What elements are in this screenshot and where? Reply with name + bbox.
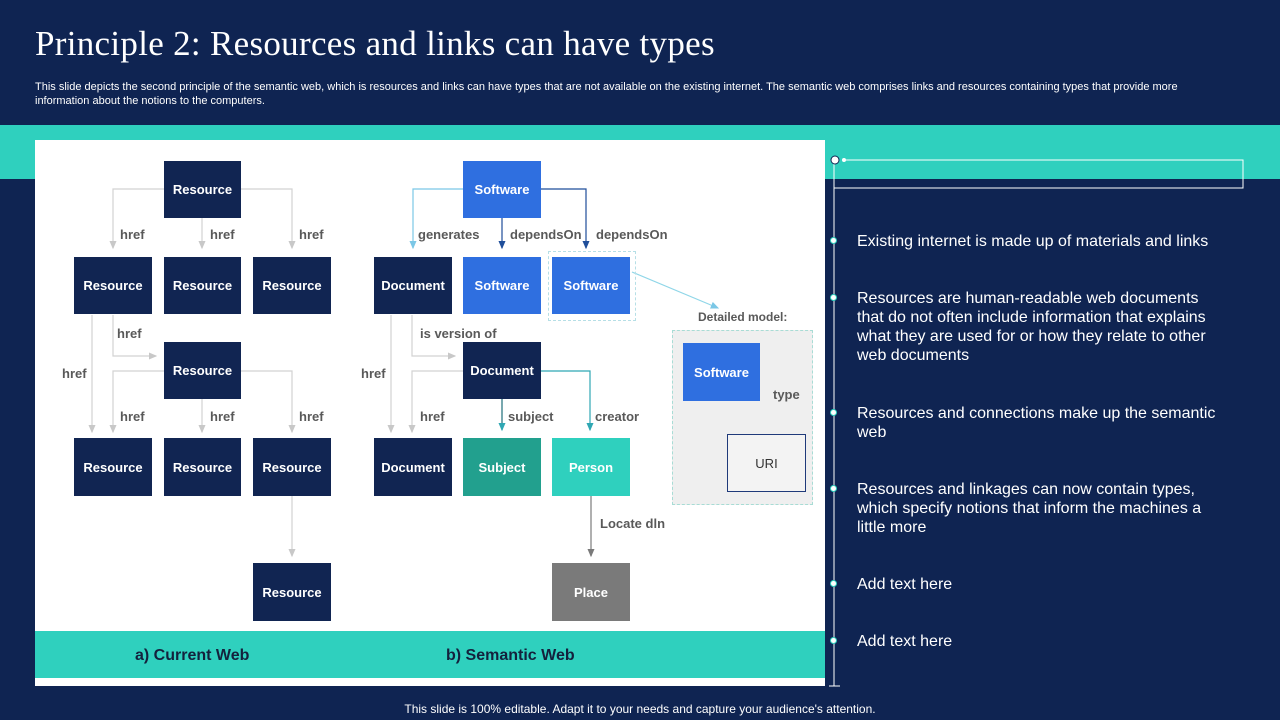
semantic-software-highlight	[548, 251, 636, 321]
bullet-dot	[830, 409, 837, 416]
edge-label-subject: subject	[508, 409, 554, 424]
bullet-dot	[830, 294, 837, 301]
detailed-type-label: type	[773, 387, 800, 402]
caption-current-web: a) Current Web	[135, 647, 250, 664]
current-edge-label: href	[120, 409, 145, 424]
current-resource-bottom-left: Resource	[74, 438, 152, 496]
slide-title: Principle 2: Resources and links can hav…	[35, 24, 715, 63]
detailed-software: Software	[683, 343, 760, 401]
current-resource-hub: Resource	[164, 342, 241, 399]
bullet-text: Resources are human-readable web documen…	[857, 290, 1206, 364]
bullet-dot	[830, 485, 837, 492]
edge-label-locate: Locate dln	[600, 516, 666, 531]
bullet-dot	[830, 637, 837, 644]
edge-label-is-version-of: is version of	[420, 326, 497, 341]
current-edge-label: href	[210, 227, 235, 242]
current-resource-bottom-right: Resource	[253, 438, 331, 496]
semantic-document-3: Document	[374, 438, 452, 496]
semantic-place: Place	[552, 563, 630, 621]
semantic-document-2: Document	[463, 342, 541, 399]
semantic-software-root: Software	[463, 161, 541, 218]
edge-label-depends-on: dependsOn	[596, 227, 668, 242]
bullet-text: Add text here	[857, 576, 953, 593]
caption-semantic-web: b) Semantic Web	[446, 647, 575, 664]
bullet-dot	[830, 580, 837, 587]
current-resource-middle: Resource	[164, 257, 241, 314]
current-edge-label: href	[117, 326, 142, 341]
current-resource-bottom-middle: Resource	[164, 438, 241, 496]
edge-label-href: href	[361, 366, 386, 381]
diagram-caption-bar	[35, 631, 825, 678]
detailed-model-title: Detailed model:	[698, 310, 788, 324]
current-resource-left: Resource	[74, 257, 152, 314]
edge-label-href: href	[420, 409, 445, 424]
slide-subtitle: This slide depicts the second principle …	[35, 81, 1178, 107]
current-edge-label: href	[299, 409, 324, 424]
semantic-person: Person	[552, 438, 630, 496]
footer-note: This slide is 100% editable. Adapt it to…	[404, 702, 876, 716]
detailed-uri: URI	[727, 434, 806, 492]
current-edge-label: href	[62, 366, 87, 381]
edge-label-depends-on: dependsOn	[510, 227, 582, 242]
current-edge-label: href	[299, 227, 324, 242]
semantic-software-3: Software	[552, 257, 630, 314]
current-resource-leaf: Resource	[253, 563, 331, 621]
bullet-text: Existing internet is made up of material…	[857, 233, 1209, 250]
semantic-subject: Subject	[463, 438, 541, 496]
semantic-document-1: Document	[374, 257, 452, 314]
bullet-text: Resources and connections make up the se…	[857, 405, 1216, 441]
current-edge-label: href	[210, 409, 235, 424]
current-resource-root: Resource	[164, 161, 241, 218]
current-edge-label: href	[120, 227, 145, 242]
bullet-dot	[830, 237, 837, 244]
semantic-software-2: Software	[463, 257, 541, 314]
edge-label-generates: generates	[418, 227, 480, 242]
bullet-text: Resources and linkages can now contain t…	[857, 481, 1202, 536]
current-resource-right: Resource	[253, 257, 331, 314]
bullet-text: Add text here	[857, 633, 953, 650]
edge-label-creator: creator	[595, 409, 640, 424]
